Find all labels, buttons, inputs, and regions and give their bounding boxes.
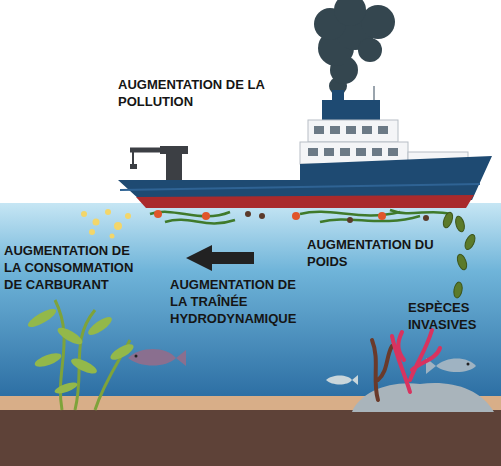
corals bbox=[372, 330, 440, 400]
callout-label: ESPÈCES INVASIVES bbox=[408, 299, 498, 333]
mussels bbox=[442, 211, 478, 298]
smoke-cloud bbox=[314, 0, 395, 95]
callout-label: AUGMENTATION DU POIDS bbox=[307, 236, 457, 270]
callout-label: AUGMENTATION DE LA POLLUTION bbox=[118, 76, 303, 110]
kelp-leaves bbox=[26, 306, 136, 396]
callout-label: AUGMENTATION DE LA CONSOMMATION DE CARBU… bbox=[4, 242, 146, 293]
ship-hull bbox=[118, 156, 492, 208]
superstructure bbox=[300, 86, 468, 164]
bubbles bbox=[81, 209, 131, 239]
callout-label: AUGMENTATION DE LA TRAÎNÉE HYDRODYNAMIQU… bbox=[170, 276, 298, 327]
water bbox=[0, 203, 501, 398]
crane bbox=[130, 146, 188, 180]
biofouling bbox=[150, 210, 450, 223]
barnacles bbox=[154, 210, 429, 223]
rock-layer bbox=[0, 410, 501, 466]
rock bbox=[352, 383, 494, 412]
drag-arrow bbox=[186, 245, 254, 271]
